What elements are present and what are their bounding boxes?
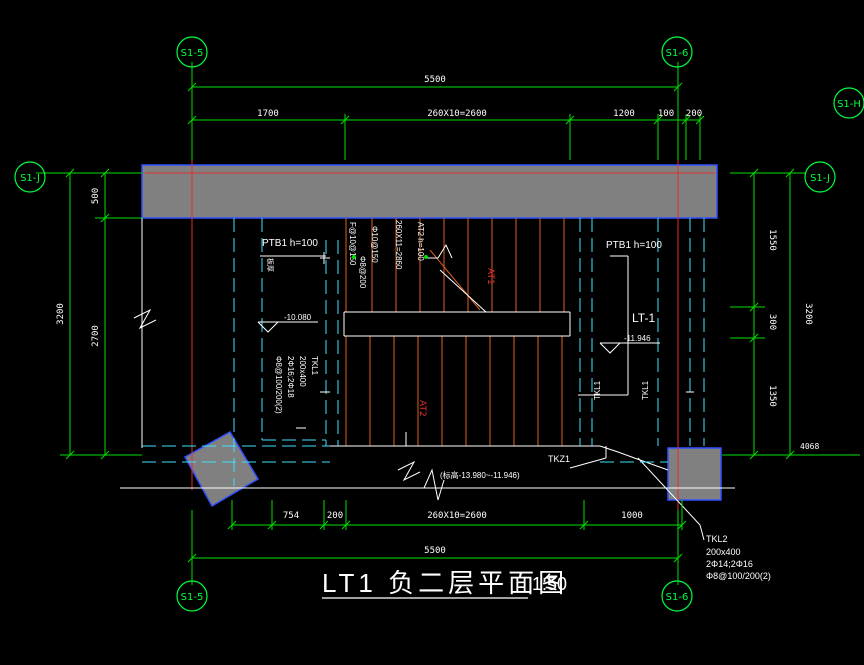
tkl1-label-left: TKL1 <box>310 356 319 376</box>
stair-treads <box>345 218 565 446</box>
tkl1-spec-3: Φ8@100/200(2) <box>274 356 283 414</box>
axis-label-5-top: S1-5 <box>181 48 204 59</box>
dim-bot-total: 5500 <box>424 546 446 556</box>
at-spec-3: Φ8@200 <box>358 256 367 289</box>
elevation-marks <box>257 321 660 354</box>
elev-left: -10.080 <box>284 313 312 322</box>
tkl1-label-mid: TKL1 <box>593 380 602 400</box>
dim-top-1700: 1700 <box>257 109 279 119</box>
tkl2-spec-3: Φ8@100/200(2) <box>706 571 771 581</box>
dimension-ticks <box>65 82 795 563</box>
dim-top-100: 100 <box>658 109 674 119</box>
at1-label: AT1 <box>485 268 495 285</box>
dim-top-1200: 1200 <box>613 109 635 119</box>
axis-label-6-top: S1-6 <box>666 48 689 59</box>
axis-label-j-left: S1-J <box>20 173 40 184</box>
bottom-left-column <box>183 430 260 508</box>
dim-right-1550: 1550 <box>767 229 777 251</box>
at2-label: AT2 <box>417 400 427 417</box>
wall-outlines <box>120 218 735 541</box>
axis-bubbles <box>14 36 864 612</box>
dimension-lines <box>36 62 860 585</box>
tkl2-label: TKL2 <box>706 534 728 544</box>
dim-bot-stairs: 260X10=2600 <box>427 511 487 521</box>
leader-dot-1 <box>352 255 356 259</box>
dim-right-300: 300 <box>767 314 777 330</box>
slab-thickness-mark: 板厚 <box>266 258 275 272</box>
dim-left-3200: 3200 <box>56 303 66 325</box>
elev-bottom: (标高-13.980~-11.946) <box>440 470 520 480</box>
elev-right: -11.946 <box>624 334 651 343</box>
tkl1-spec-2: 2Φ16;2Φ18 <box>286 356 295 398</box>
at-spec-4: F@10@150 <box>348 222 357 266</box>
drawing-scale: 1:50 <box>532 574 567 594</box>
tkl1-label-right: TKL1 <box>641 380 650 400</box>
at-spec-1: 260X11=2860 <box>394 220 403 270</box>
dim-bot-754: 754 <box>283 511 299 521</box>
dim-top-200: 200 <box>686 109 702 119</box>
axis-label-6-bottom: S1-6 <box>666 592 689 603</box>
dim-right-4068: 4068 <box>800 442 819 451</box>
tkl2-spec-1: 200x400 <box>706 547 741 557</box>
axis-label-5-bottom: S1-5 <box>181 592 204 603</box>
dim-left-500: 500 <box>91 188 101 204</box>
tkz1-label: TKZ1 <box>548 454 570 464</box>
axis-label-j-right: S1-J <box>810 173 830 184</box>
at2-spec-label: AT2 h=100 <box>416 222 425 261</box>
ptb1-left-label: PTB1 h=100 <box>262 238 318 249</box>
dim-right-1350: 1350 <box>767 385 777 407</box>
dim-top-stairs: 260X10=2600 <box>427 109 487 119</box>
tkl1-spec-1: 200x400 <box>298 356 307 387</box>
dim-left-2700: 2700 <box>91 325 101 347</box>
ptb1-right-label: PTB1 h=100 <box>606 240 662 251</box>
dim-top-total: 5500 <box>424 75 446 85</box>
lt1-label: LT-1 <box>632 311 655 325</box>
tkl2-spec-2: 2Φ14;2Φ16 <box>706 559 753 569</box>
at-spec-2: Φ10@150 <box>370 226 379 263</box>
axis-lines <box>145 100 715 510</box>
leader-dot-2 <box>424 255 428 259</box>
misc-marks <box>296 252 694 446</box>
bottom-right-column <box>667 447 722 501</box>
top-beam <box>141 164 718 219</box>
dim-right-3200: 3200 <box>803 303 813 325</box>
dim-bot-1000: 1000 <box>621 511 643 521</box>
drawing-title: LT1 负二层平面图 <box>322 568 568 598</box>
axis-label-h: S1-H <box>837 99 861 110</box>
dashed-beams <box>142 218 705 486</box>
dim-bot-200: 200 <box>327 511 343 521</box>
